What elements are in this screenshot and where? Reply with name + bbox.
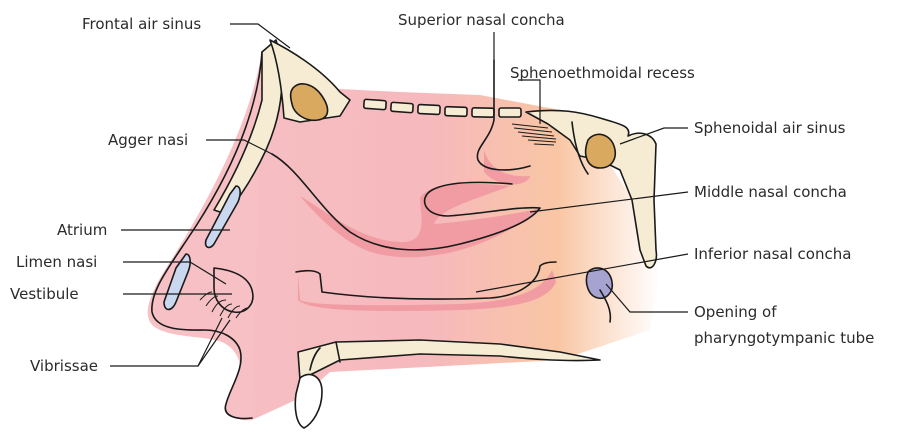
- label-opening-line1: Opening of: [694, 303, 777, 321]
- pharyngotympanic-tube-opening: [586, 268, 612, 298]
- label-sphenoethmoidal-recess: Sphenoethmoidal recess: [510, 64, 695, 82]
- label-limen-nasi: Limen nasi: [16, 253, 97, 271]
- label-inferior-nasal-concha: Inferior nasal concha: [694, 245, 851, 263]
- label-middle-nasal-concha: Middle nasal concha: [694, 183, 847, 201]
- label-opening-line2: pharyngotympanic tube: [694, 329, 874, 347]
- label-vibrissae: Vibrissae: [30, 357, 98, 375]
- label-atrium: Atrium: [57, 221, 107, 239]
- sphenoidal-air-sinus: [586, 134, 616, 168]
- label-superior-nasal-concha: Superior nasal concha: [398, 11, 565, 29]
- incisor-tooth: [295, 374, 322, 428]
- label-agger-nasi: Agger nasi: [108, 131, 188, 149]
- label-frontal-air-sinus: Frontal air sinus: [82, 15, 201, 33]
- label-vestibule: Vestibule: [10, 285, 79, 303]
- label-sphenoidal-air-sinus: Sphenoidal air sinus: [694, 119, 846, 137]
- external-nose-outline: [152, 52, 262, 418]
